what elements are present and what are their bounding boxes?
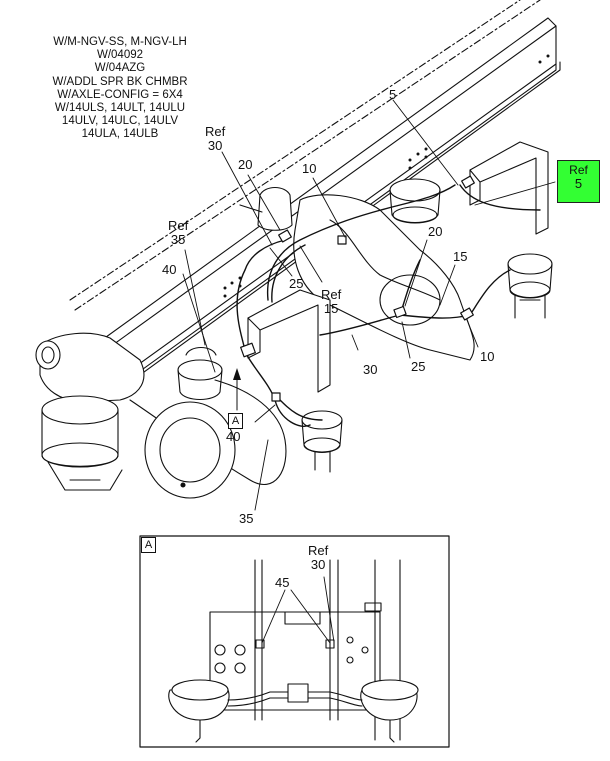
detail-a-marker: A (228, 413, 243, 429)
callout-number: 30 (310, 557, 326, 572)
brake-chamber-rear-right (507, 253, 553, 319)
callout-10-right: 10 (480, 349, 495, 364)
air-spring-left (41, 395, 123, 491)
note-line: W/14ULS, 14ULT, 14ULU (54, 102, 186, 115)
callout-40-top: 40 (162, 262, 177, 277)
frame-rail-front (69, 0, 541, 311)
front-axle-housing (35, 332, 287, 499)
callout-ref-30: Ref 30 (205, 125, 225, 153)
callout-30-bottom: 30 (363, 362, 378, 377)
callout-ref-label: Ref (168, 218, 189, 233)
note-line: W/M-NGV-SS, M-NGV-LH (53, 36, 187, 48)
note-line: 14ULA, 14ULB (81, 128, 159, 141)
ref-label: Ref (569, 163, 588, 177)
note-line: W/04AZG (94, 62, 146, 75)
callout-ref-35: Ref 35 (168, 219, 188, 247)
callout-35-bottom: 35 (239, 511, 254, 526)
callout-ref-label: Ref (205, 124, 226, 139)
callout-40-bottom: 40 (226, 429, 241, 444)
detail-a-artwork (168, 559, 419, 743)
callout-10-mid: 10 (302, 161, 317, 176)
callout-ref-15: Ref 15 (321, 288, 341, 316)
valve-bracket-front (247, 289, 331, 393)
note-line: W/AXLE-CONFIG = 6X4 (57, 88, 183, 101)
brake-chamber-left (177, 346, 223, 401)
callout-45: 45 (275, 575, 290, 590)
detail-a-label: A (141, 537, 156, 553)
ref-number: 5 (574, 176, 583, 191)
note-line: 14ULV, 14ULC, 14ULV (61, 115, 179, 128)
valve-bracket-rear (469, 141, 549, 235)
callout-number: 15 (323, 301, 339, 316)
callout-number: 30 (207, 138, 223, 153)
applicability-note: W/M-NGV-SS, M-NGV-LH W/04092 W/04AZG W/A… (30, 36, 210, 142)
callout-20-left: 20 (238, 157, 253, 172)
callout-20-right: 20 (428, 224, 443, 239)
callout-5: 5 (389, 87, 397, 102)
callout-ref-label: Ref (308, 543, 329, 558)
callout-ref-30-detail: Ref 30 (308, 544, 328, 572)
callout-ref-label: Ref (321, 287, 342, 302)
callout-25-right: 25 (411, 359, 426, 374)
callout-number: 35 (170, 232, 186, 247)
note-line: W/ADDL SPR BK CHMBR (52, 75, 188, 88)
ref-5-link-button[interactable]: Ref 5 (557, 160, 600, 203)
callout-25-left: 25 (289, 276, 304, 291)
callout-15-right: 15 (453, 249, 468, 264)
note-line: W/04092 (96, 49, 144, 62)
leader-lines (182, 99, 556, 511)
